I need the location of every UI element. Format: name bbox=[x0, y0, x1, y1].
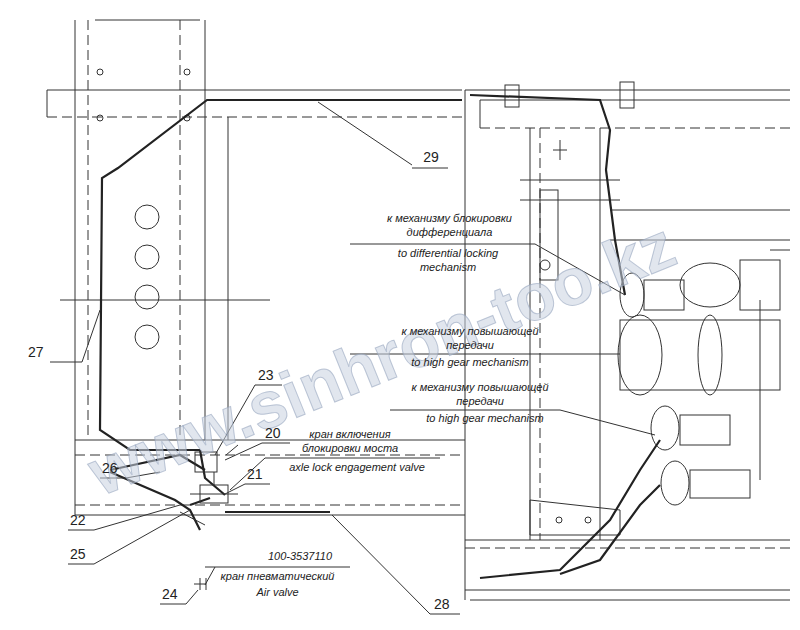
destination-note: к механизму повышающей передачи bbox=[405, 381, 555, 409]
part-name: кран пневматический bbox=[205, 570, 350, 584]
callout-number: 25 bbox=[70, 546, 94, 564]
callout-number: 26 bbox=[102, 460, 126, 478]
part-name: axle lock engagement valve bbox=[262, 461, 452, 475]
part-name: Air valve bbox=[205, 586, 350, 600]
destination-note: к механизму блокировки дифференциала bbox=[372, 212, 527, 240]
destination-note: to high gear mechanism bbox=[360, 356, 580, 370]
callout-number: 28 bbox=[434, 596, 460, 614]
destination-note: to high gear mechanism bbox=[375, 412, 595, 426]
callout-number: 24 bbox=[162, 586, 186, 604]
destination-note: to differential locking mechanism bbox=[378, 247, 518, 275]
part-name: кран включения блокировки моста bbox=[285, 428, 415, 456]
callout-number: 23 bbox=[258, 367, 282, 385]
callout-number: 21 bbox=[247, 466, 271, 484]
callout-number: 27 bbox=[28, 344, 52, 362]
callout-number: 20 bbox=[265, 425, 289, 443]
part-number: 100-3537110 bbox=[250, 550, 350, 564]
callout-number: 29 bbox=[414, 149, 448, 167]
callout-number: 22 bbox=[70, 512, 94, 530]
destination-note: к механизму повышающей передачи bbox=[395, 325, 545, 353]
